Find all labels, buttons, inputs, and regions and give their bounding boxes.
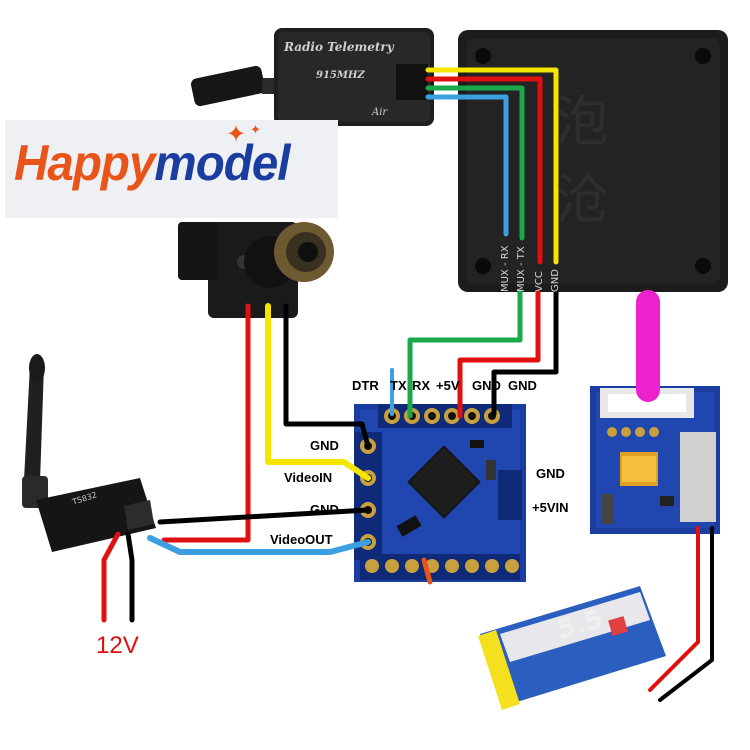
wires (101, 67, 714, 702)
lipo-battery (478, 586, 666, 710)
logo-panel (5, 120, 338, 218)
radio-title: Radio Telemetry (284, 40, 394, 54)
label-gnd-left-1: GND (310, 438, 339, 453)
label-5v: +5V (436, 378, 460, 393)
label-gnd-right: GND (536, 466, 565, 481)
power-12v-label: 12V (96, 632, 139, 659)
osd-pin-rx: MUX - RX (500, 245, 511, 292)
telemetry-radio (190, 28, 434, 126)
label-gnd-top-2: GND (508, 378, 537, 393)
radio-frequency: 915MHZ (316, 70, 365, 81)
logo-text-b: model (154, 135, 290, 191)
osd-pin-vcc: VCC (534, 271, 545, 292)
logo-spark-small-icon: ✦ (250, 122, 261, 137)
minim-osd-board (354, 404, 526, 582)
label-dtr: DTR (352, 378, 379, 393)
logo-text-a: Happy (14, 135, 155, 191)
logo-spark-icon: ✦ (226, 121, 247, 148)
regulator-board (590, 386, 720, 534)
label-video-in: VideoIN (284, 470, 333, 485)
label-tx: TX (390, 378, 407, 393)
vtx-transmitter (22, 354, 156, 552)
radio-variant: Air (372, 107, 388, 118)
label-video-out: VideoOUT (270, 532, 333, 547)
brand-logo: Happymodel (14, 134, 291, 192)
svg-text:沧: 沧 (555, 168, 609, 231)
label-5vin: +5VIN (532, 500, 569, 515)
svg-text:泡: 泡 (555, 90, 609, 153)
osd-module: 泡 沧 (458, 30, 728, 292)
label-rx: RX (412, 378, 431, 393)
camera (178, 222, 334, 318)
label-gnd-top-1: GND (472, 378, 501, 393)
osd-pin-tx: MUX - TX (516, 246, 527, 292)
label-gnd-left-2: GND (310, 502, 339, 517)
osd-pin-gnd: GND (550, 269, 561, 292)
